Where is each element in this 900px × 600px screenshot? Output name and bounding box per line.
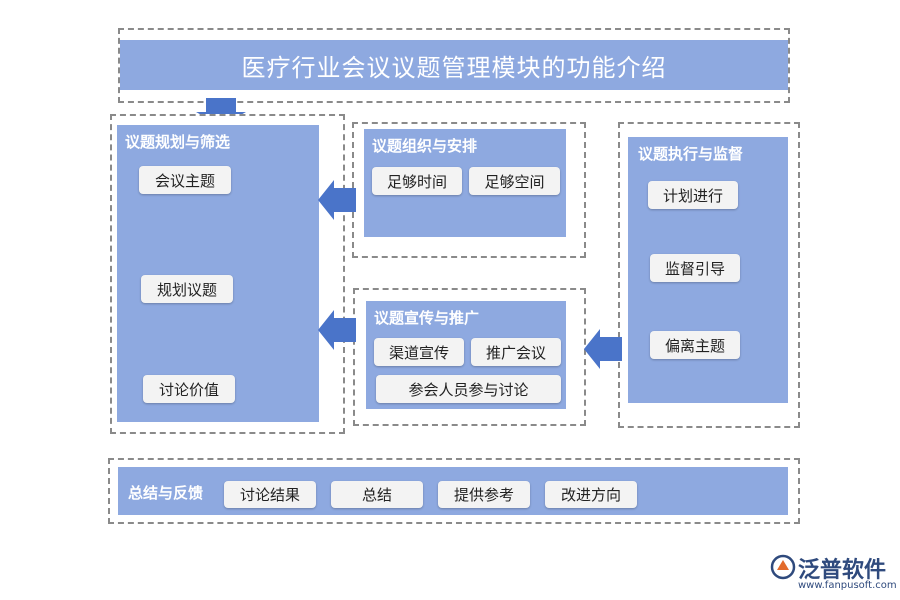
execute-item-0: 计划进行 — [648, 181, 738, 209]
planning-item-2: 讨论价值 — [143, 375, 235, 403]
promote-item-2: 参会人员参与讨论 — [376, 375, 561, 403]
organize-item-0: 足够时间 — [372, 167, 462, 195]
planning-item-0: 会议主题 — [139, 166, 231, 194]
left-arrow-icon — [318, 180, 356, 220]
organize-title: 议题组织与安排 — [372, 137, 478, 155]
planning-title: 议题规划与筛选 — [125, 133, 231, 151]
summary-title: 总结与反馈 — [128, 484, 204, 502]
brand-mark-icon — [770, 554, 796, 580]
summary-item-0: 讨论结果 — [224, 481, 316, 508]
promote-item-0: 渠道宣传 — [374, 338, 464, 366]
title-banner: 医疗行业会议议题管理模块的功能介绍 — [120, 40, 788, 90]
execute-title: 议题执行与监督 — [638, 145, 744, 163]
execute-item-1: 监督引导 — [650, 254, 740, 282]
brand-url: www.fanpusoft.com — [798, 580, 897, 591]
organize-item-1: 足够空间 — [469, 167, 560, 195]
page-title: 医疗行业会议议题管理模块的功能介绍 — [241, 53, 667, 82]
title-frame: 医疗行业会议议题管理模块的功能介绍 — [118, 28, 790, 103]
planning-item-1: 规划议题 — [141, 275, 233, 303]
left-arrow-icon — [318, 310, 356, 350]
brand-name: 泛普软件 — [798, 558, 887, 583]
execute-item-2: 偏离主题 — [650, 331, 740, 359]
promote-title: 议题宣传与推广 — [374, 309, 480, 327]
left-arrow-icon — [584, 329, 622, 369]
summary-item-2: 提供参考 — [438, 481, 530, 508]
brand-logo: 泛普软件 www.fanpusoft.com — [770, 552, 897, 594]
promote-item-1: 推广会议 — [471, 338, 561, 366]
summary-item-1: 总结 — [331, 481, 423, 508]
summary-item-3: 改进方向 — [545, 481, 637, 508]
